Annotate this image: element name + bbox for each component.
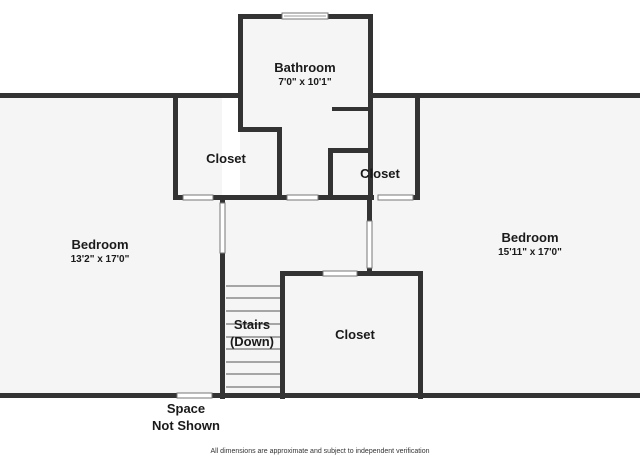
doorway-marker [366, 220, 373, 269]
walls [0, 14, 640, 399]
doorway-marker [182, 194, 214, 201]
bathroom-floor [240, 17, 371, 196]
room-dimensions: 15'11" x 17'0" [498, 247, 562, 258]
room-dimensions: 13'2" x 17'0" [70, 254, 130, 265]
stair-treads [226, 285, 281, 388]
room-bathroom: Bathroom 7'0" x 10'1" [255, 60, 355, 88]
room-bedroom-left: Bedroom 13'2" x 17'0" [40, 237, 160, 265]
room-closet-right: Closet [340, 166, 420, 181]
hall-floor [222, 196, 370, 396]
openings [176, 12, 414, 399]
disclaimer-text: All dimensions are approximate and subje… [210, 448, 430, 455]
room-closet-left: Closet [186, 151, 266, 166]
doorway-marker [286, 194, 319, 201]
space-not-shown-label: Space Not Shown [152, 401, 220, 433]
doorway-marker [322, 270, 358, 277]
room-name: Bedroom [71, 237, 129, 252]
room-name: Bedroom [501, 230, 559, 245]
room-name: Closet [335, 327, 375, 342]
doorway-marker [176, 392, 213, 399]
room-name: Closet [360, 166, 400, 181]
bedroom-left-floor [0, 98, 222, 396]
room-dimensions: 7'0" x 10'1" [278, 77, 332, 88]
room-bedroom-right: Bedroom 15'11" x 17'0" [465, 230, 595, 258]
room-closet-bottom: Closet [315, 327, 395, 342]
doorway-marker [377, 194, 414, 201]
room-name: Closet [206, 151, 246, 166]
room-stairs: Stairs (Down) [229, 317, 275, 349]
doorway-marker [219, 202, 226, 254]
room-name: Bathroom [274, 60, 336, 75]
